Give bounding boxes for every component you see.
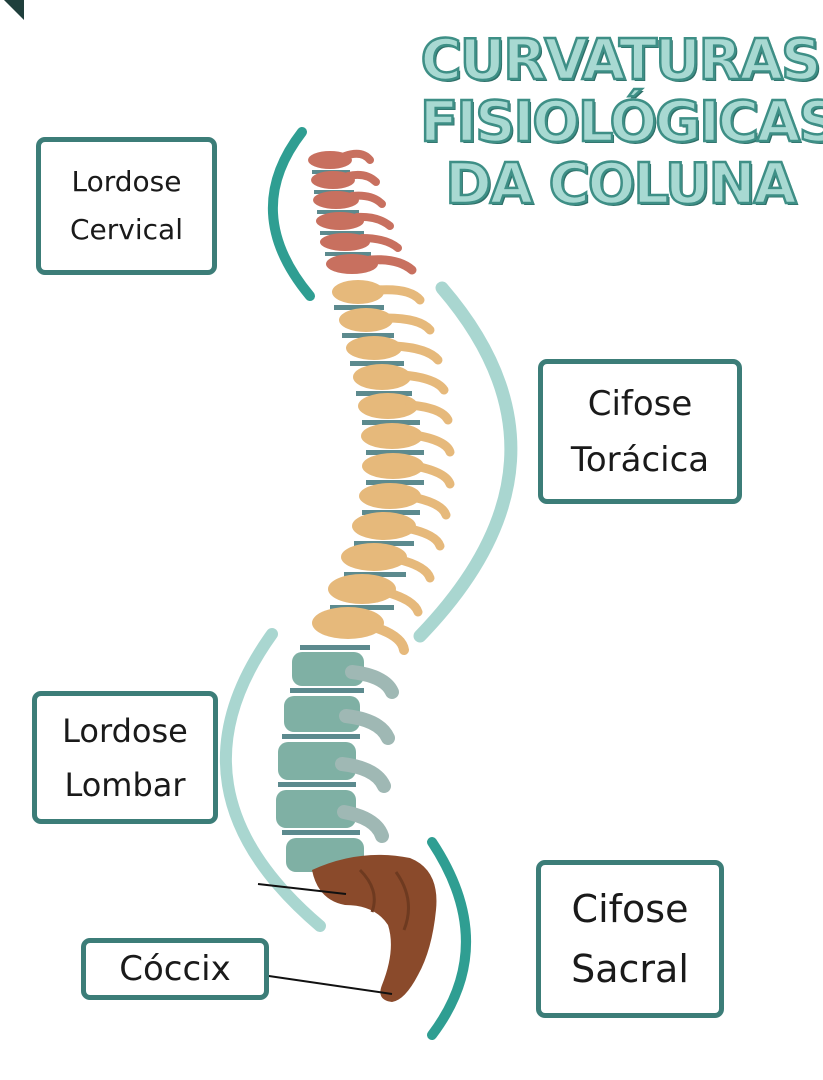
label-line: Cóccix — [119, 949, 231, 989]
thoracic-curve-arc — [413, 281, 518, 643]
corner-mark — [4, 0, 24, 20]
label-line: Lombar — [64, 765, 186, 804]
label-coccix: Cóccix — [81, 938, 269, 1000]
label-line: Cifose — [587, 383, 693, 424]
label-line: Sacral — [571, 947, 689, 991]
sacrum-pointer-line — [257, 883, 347, 895]
sacrum-coccyx — [312, 854, 437, 1002]
label-line: Lordose — [71, 165, 182, 198]
lumbar-vertebrae — [276, 645, 399, 872]
label-line: Cifose — [571, 887, 689, 931]
title-line-3: DA COLUNA — [444, 152, 798, 217]
diagram-title: CURVATURAS FISIOLÓGICAS DA COLUNA — [419, 28, 823, 217]
coccix-pointer-line — [261, 974, 393, 995]
title-line-1: CURVATURAS — [419, 28, 822, 93]
label-cifose-toracica: Cifose Torácica — [538, 359, 742, 504]
thoracic-vertebrae — [312, 280, 455, 655]
title-line-2: FISIOLÓGICAS — [419, 90, 823, 155]
cervical-vertebrae — [308, 149, 417, 275]
label-lordose-cervical: Lordose Cervical — [36, 137, 217, 275]
sacral-curve-arc — [427, 837, 471, 1040]
lumbar-curve-arc — [219, 628, 326, 932]
cervical-curve-arc — [268, 127, 315, 301]
label-cifose-sacral: Cifose Sacral — [536, 860, 724, 1018]
label-line: Cervical — [70, 213, 183, 246]
label-lordose-lombar: Lordose Lombar — [32, 691, 218, 824]
label-line: Torácica — [570, 439, 710, 480]
label-line: Lordose — [62, 711, 188, 750]
